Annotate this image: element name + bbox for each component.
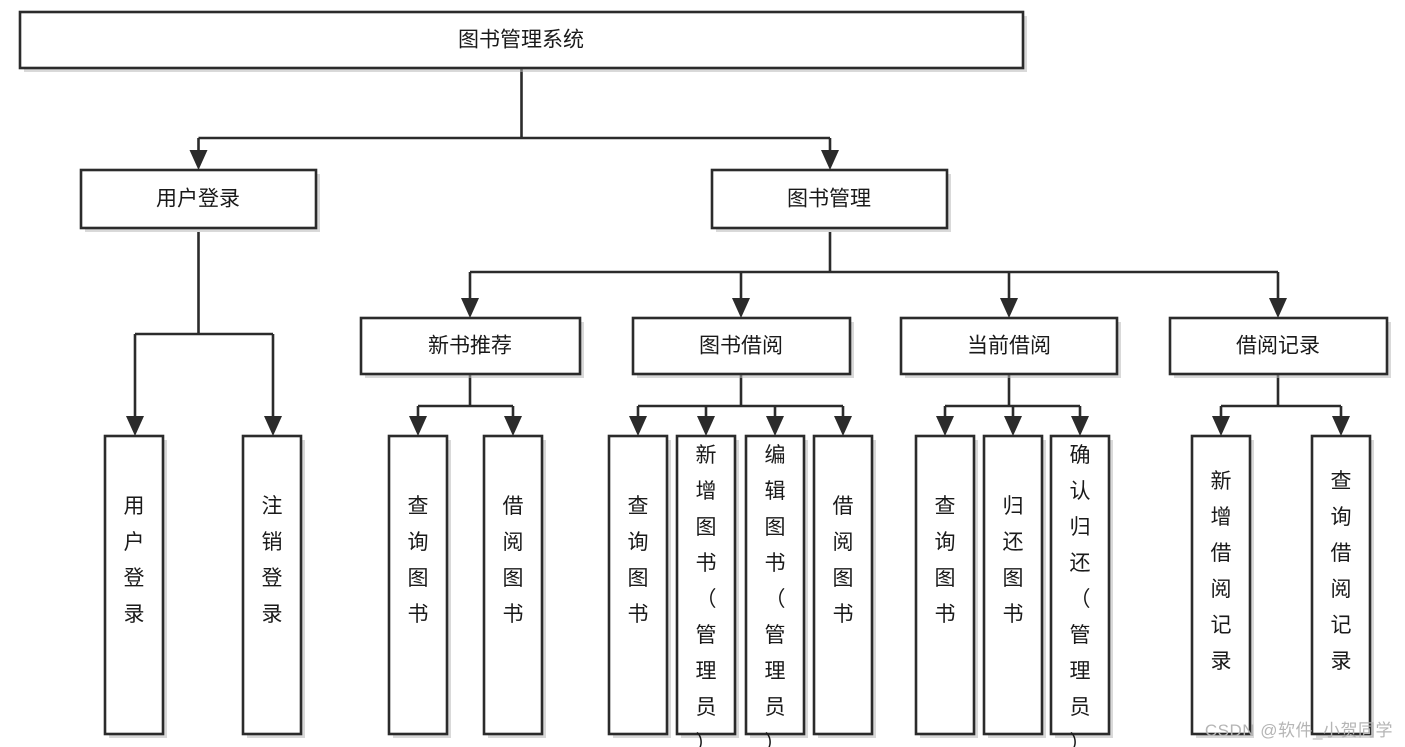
- arrow-userlogin-leaf-2: [264, 416, 282, 436]
- node-leaf-query-book-2[interactable]: 查询图书: [607, 434, 671, 738]
- user-login-label: 用户登录: [156, 188, 240, 211]
- node-root[interactable]: 图书管理系统: [18, 10, 1027, 72]
- leaf-edit-book-box: [744, 434, 806, 736]
- new-book-recommend-label: 新书推荐: [428, 335, 512, 358]
- node-current-borrow[interactable]: 当前借阅: [899, 316, 1121, 378]
- arrow-root-to-user-login: [189, 150, 208, 170]
- arrow-currentborrow-leaf-2: [1004, 416, 1022, 436]
- arrow-bookmanage-child-1: [461, 298, 479, 318]
- arrow-bookborrow-leaf-1: [629, 416, 647, 436]
- book-manage-label: 图书管理: [787, 188, 871, 211]
- node-borrow-record[interactable]: 借阅记录: [1168, 316, 1391, 378]
- node-new-book-recommend[interactable]: 新书推荐: [359, 316, 584, 378]
- node-user-login[interactable]: 用户登录: [79, 168, 320, 232]
- leaf-add-book-label: 新增图书（管理员）: [696, 444, 717, 747]
- connector-layer: [126, 68, 1350, 436]
- node-leaf-user-login[interactable]: 用户登录: [103, 434, 167, 738]
- leaf-logout-login-box: [241, 434, 303, 736]
- watermark-label: CSDN @软件_小贺同学: [1204, 721, 1393, 740]
- arrow-bookborrow-leaf-4: [834, 416, 852, 436]
- arrow-bookborrow-leaf-2: [697, 416, 715, 436]
- leaf-return-book-label: 归还图书: [1003, 495, 1024, 626]
- leaf-borrow-book-2-box: [812, 434, 874, 736]
- arrow-bookmanage-child-2: [732, 298, 750, 318]
- node-leaf-borrow-book-1[interactable]: 借阅图书: [482, 434, 546, 738]
- node-leaf-add-record[interactable]: 新增借阅记录: [1190, 434, 1254, 738]
- node-leaf-return-book[interactable]: 归还图书: [982, 434, 1046, 738]
- leaf-user-login-box: [103, 434, 165, 736]
- arrow-root-to-book-manage: [821, 150, 839, 170]
- leaf-borrow-book-1-box: [482, 434, 544, 736]
- node-book-manage[interactable]: 图书管理: [710, 168, 951, 232]
- current-borrow-label: 当前借阅: [967, 335, 1051, 358]
- node-book-borrow[interactable]: 图书借阅: [631, 316, 854, 378]
- arrow-bookborrow-leaf-3: [766, 416, 784, 436]
- node-leaf-confirm-return[interactable]: 确认归还（管理员）: [1049, 434, 1113, 747]
- leaf-confirm-return-box: [1049, 434, 1111, 736]
- leaf-confirm-return-label: 确认归还（管理员）: [1070, 444, 1091, 747]
- user-login-box: [79, 168, 318, 230]
- borrow-record-box: [1168, 316, 1389, 376]
- leaf-query-book-1-label: 查询图书: [408, 495, 429, 626]
- root-label: 图书管理系统: [458, 29, 584, 52]
- book-manage-box: [710, 168, 949, 230]
- leaf-edit-book-label: 编辑图书（管理员）: [765, 444, 786, 747]
- leaf-query-book-2-label: 查询图书: [628, 495, 649, 626]
- node-leaf-logout-login[interactable]: 注销登录: [241, 434, 305, 738]
- book-borrow-box: [631, 316, 852, 376]
- node-leaf-query-book-3[interactable]: 查询图书: [914, 434, 978, 738]
- arrow-newbook-leaf-1: [409, 416, 427, 436]
- leaf-add-record-label: 新增借阅记录: [1211, 470, 1232, 673]
- book-borrow-label: 图书借阅: [699, 335, 783, 358]
- arrow-currentborrow-leaf-1: [936, 416, 954, 436]
- arrow-newbook-leaf-2: [504, 416, 522, 436]
- arrow-borrowrecord-leaf-2: [1332, 416, 1350, 436]
- node-leaf-borrow-book-2[interactable]: 借阅图书: [812, 434, 876, 738]
- node-leaf-edit-book[interactable]: 编辑图书（管理员）: [744, 434, 808, 747]
- leaf-query-record-label: 查询借阅记录: [1331, 470, 1352, 673]
- current-borrow-box: [899, 316, 1119, 376]
- leaf-borrow-book-2-label: 借阅图书: [833, 495, 854, 626]
- node-leaf-query-book-1[interactable]: 查询图书: [387, 434, 451, 738]
- leaf-query-book-3-box: [914, 434, 976, 736]
- leaf-logout-login-label: 注销登录: [262, 495, 283, 626]
- arrow-bookmanage-child-3: [1000, 298, 1018, 318]
- leaf-query-record-box: [1310, 434, 1372, 736]
- leaf-query-book-1-box: [387, 434, 449, 736]
- arrow-userlogin-leaf-1: [126, 416, 144, 436]
- node-leaf-query-record[interactable]: 查询借阅记录: [1310, 434, 1374, 738]
- leaf-add-book-box: [675, 434, 737, 736]
- arrow-borrowrecord-leaf-1: [1212, 416, 1230, 436]
- borrow-record-label: 借阅记录: [1236, 335, 1320, 358]
- leaf-borrow-book-1-label: 借阅图书: [503, 495, 524, 626]
- leaf-return-book-box: [982, 434, 1044, 736]
- root-box: [18, 10, 1025, 70]
- leaf-query-book-2-box: [607, 434, 669, 736]
- leaf-query-book-3-label: 查询图书: [935, 495, 956, 626]
- new-book-recommend-box: [359, 316, 582, 376]
- arrow-bookmanage-child-4: [1269, 298, 1287, 318]
- node-leaf-add-book[interactable]: 新增图书（管理员）: [675, 434, 739, 747]
- leaf-user-login-label: 用户登录: [124, 495, 145, 626]
- arrow-currentborrow-leaf-3: [1071, 416, 1089, 436]
- leaf-add-record-box: [1190, 434, 1252, 736]
